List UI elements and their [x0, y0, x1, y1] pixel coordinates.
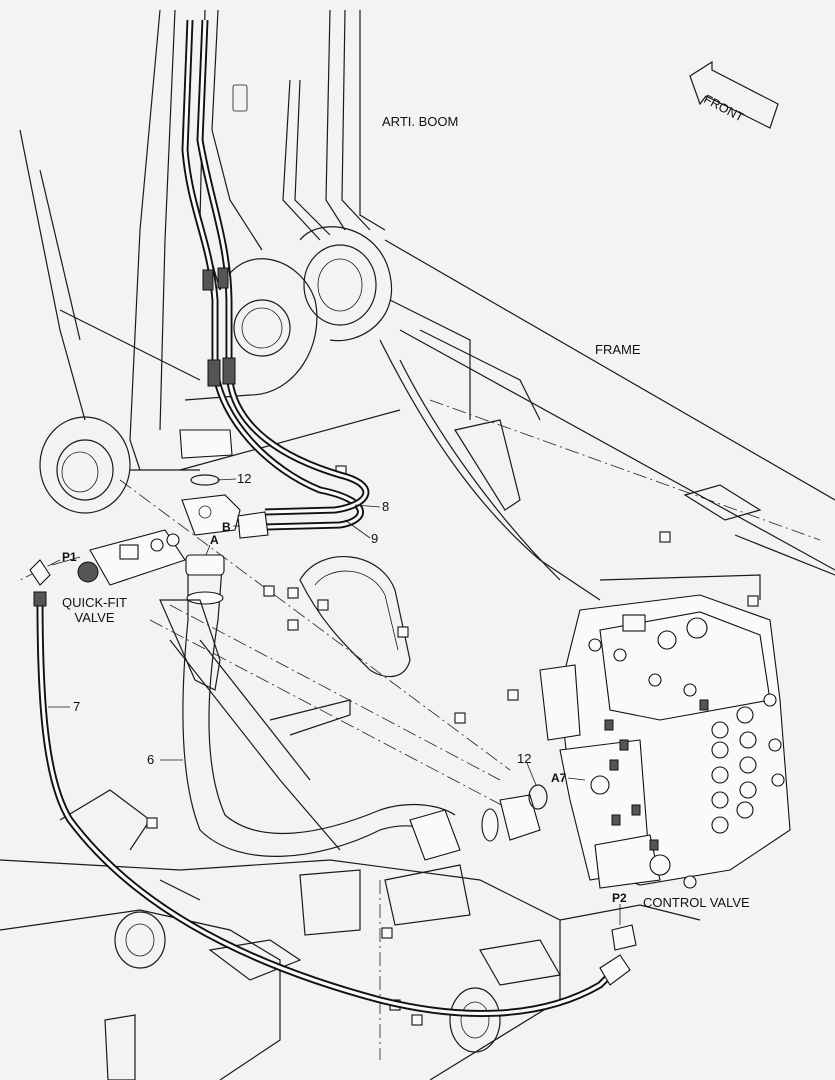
port-b-label: B [222, 520, 231, 534]
port-p2-label: P2 [612, 891, 627, 905]
callout-6: 6 [147, 752, 155, 767]
callout-12-right: 12 [517, 751, 532, 766]
callout-12-top: 12 [237, 471, 252, 486]
arti-boom-label: ARTI. BOOM [382, 114, 459, 129]
quick-fit-valve-label: QUICK-FIT VALVE [62, 595, 127, 625]
port-p1-label: P1 [62, 550, 77, 564]
port-a7-label: A7 [551, 771, 567, 785]
control-valve-label: CONTROL VALVE [643, 895, 750, 910]
callout-9: 9 [371, 531, 379, 546]
control-valve-block [539, 594, 791, 889]
callout-8: 8 [382, 499, 390, 514]
callout-7: 7 [73, 699, 81, 714]
port-a-label: A [210, 533, 219, 547]
front-arrow-icon [689, 60, 779, 129]
frame-label: FRAME [595, 342, 641, 357]
